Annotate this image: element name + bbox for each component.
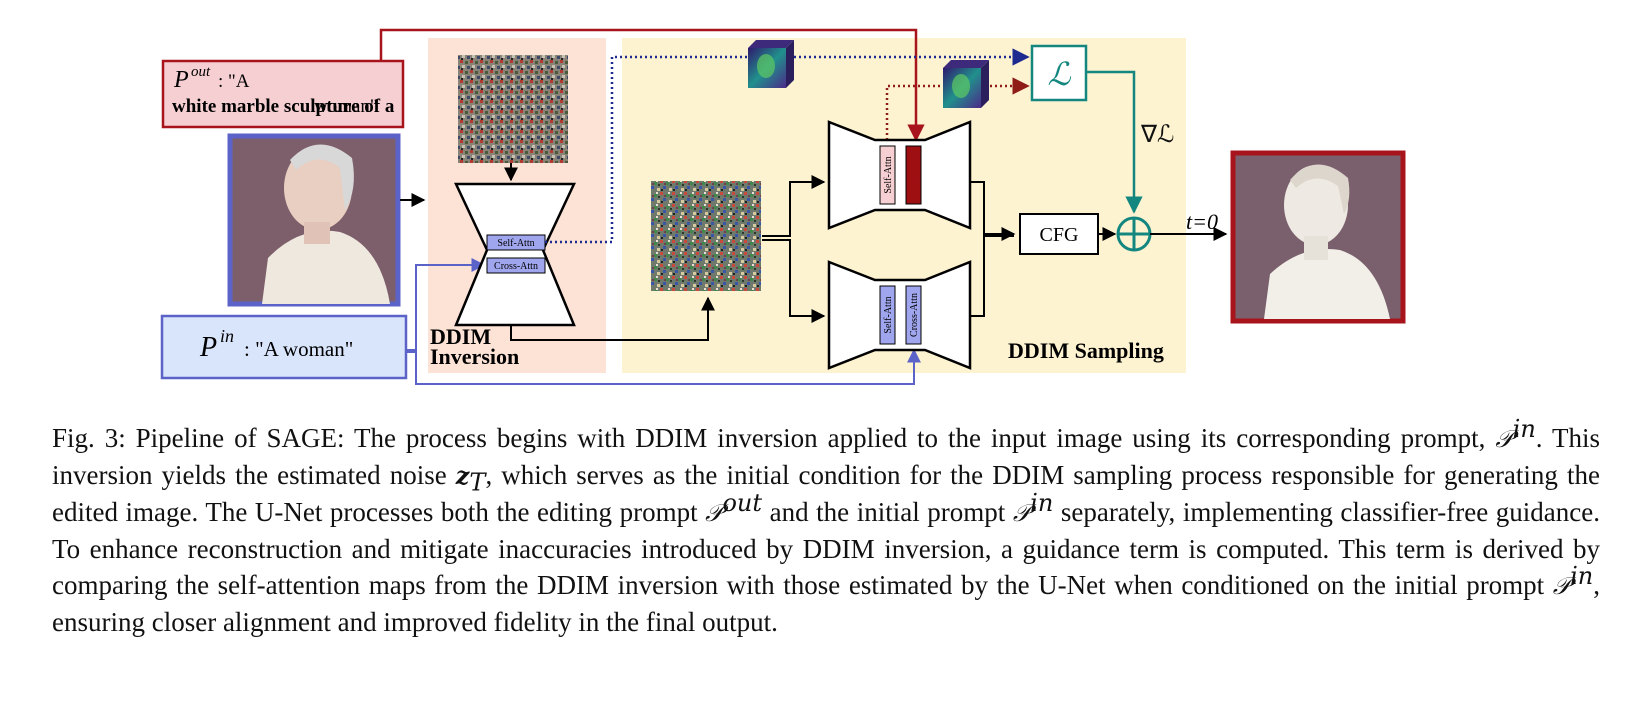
caption-part-1: Fig. 3: Pipeline of SAGE: The process be… [52, 423, 1496, 453]
output-prompt-bold: white marble sculpture of a [172, 96, 395, 117]
unet-cond-to-cfg-arrow [970, 181, 1016, 241]
output-prompt-box: P out : "A white marble sculpture of a w… [161, 59, 405, 129]
ddim-sampling-label: DDIM Sampling [1008, 338, 1164, 363]
cfg-label: CFG [1040, 224, 1079, 246]
input-prompt-text: : "A woman" [244, 337, 353, 361]
caption-part-4: and the initial prompt [762, 497, 1013, 527]
caption-part-3: , which serves as the initial condition … [52, 460, 1600, 527]
input-prompt-box: P in : "A woman" [160, 314, 408, 380]
input-image [227, 133, 401, 307]
caption-p-out-sup: out [722, 489, 763, 517]
input-prompt-arrow-inversion [406, 258, 486, 351]
self-attn-dotted-path [545, 55, 748, 244]
output-image [1230, 150, 1406, 324]
caption-p-in-2-sup: in [1030, 489, 1054, 517]
loss-box [1030, 44, 1088, 102]
sampling-unet-uncond-cross-attn-label: Cross-Attn [909, 293, 920, 337]
caption-part-2: . This inversion yields the estimated no… [52, 423, 1600, 490]
sampling-unet-cond-cross-attn [905, 145, 922, 205]
caption-part-5: separately, implementing classifier-free… [52, 497, 1601, 600]
sampling-attention-map [943, 60, 989, 108]
input-prompt-superscript: in [220, 326, 234, 346]
caption-part-6: , ensuring closer alignment and improved… [52, 570, 1600, 637]
sampling-unet-cond-self-attn [879, 145, 896, 205]
caption-z-sub: T [469, 468, 486, 497]
sampling-unet-cond-cross-attn-label: Cross-Attn [909, 153, 920, 197]
ddim-inversion-label-2: Inversion [430, 344, 519, 369]
inversion-cross-attn [486, 257, 546, 274]
pipeline-diagram: P out : "A white marble sculpture of a w… [160, 28, 1406, 385]
loss-symbol: ℒ [1047, 56, 1071, 92]
caption-p-out: 𝒫 [705, 499, 723, 527]
inversion-self-attn-label: Self-Attn [497, 238, 534, 249]
grad-loss-arrow [1086, 70, 1143, 214]
latent-to-unets-arrow-top [762, 175, 826, 237]
output-prompt-suffix: woman" [314, 96, 378, 117]
sampling-unet-cond-self-attn-label: Self-Attn [883, 156, 894, 193]
caption-p-in-2: 𝒫 [1012, 499, 1031, 527]
output-prompt-arrow [379, 28, 925, 142]
sampling-unet-unconditional [827, 260, 972, 370]
cfg-box [1019, 213, 1099, 255]
ddim-inversion-label-1: DDIM [430, 324, 491, 349]
output-prompt-prefix: : "A [218, 71, 250, 92]
sampling-unet-uncond-self-attn-label: Self-Attn [883, 296, 894, 333]
timestep-zero-label: t=0 [1186, 209, 1218, 234]
caption-p-in-1: 𝒫 [1495, 425, 1513, 453]
noise-latent-image [651, 181, 761, 291]
sampling-unet-uncond-cross-attn [905, 285, 922, 345]
caption-p-in-3-sup: in [1570, 562, 1594, 590]
sampling-unet-uncond-self-attn [879, 285, 896, 345]
input-prompt-arrow-sampling [406, 348, 921, 385]
unet-uncond-to-cfg-arrow [970, 235, 1014, 317]
grad-loss-label: ∇ℒ [1140, 122, 1174, 148]
caption-p-in-1-sup: in [1512, 415, 1536, 443]
input-prompt-symbol: P [199, 332, 217, 363]
output-prompt-symbol: P [173, 67, 189, 93]
inversion-cross-attn-label: Cross-Attn [494, 261, 538, 272]
latent-to-unets-arrow-bottom [762, 239, 826, 323]
inversion-attention-map [748, 40, 794, 88]
caption-z: z [455, 461, 470, 490]
figure-caption: Fig. 3: Pipeline of SAGE: The process be… [52, 417, 1601, 640]
caption-p-in-3: 𝒫 [1552, 572, 1571, 600]
output-prompt-superscript: out [191, 64, 211, 80]
sampling-self-attn-dotted-path [885, 84, 943, 140]
sum-operator-icon [1116, 216, 1152, 252]
inversion-to-latent-arrow [510, 296, 715, 341]
inversion-noise-image [458, 55, 568, 163]
sampling-unet-conditional [827, 120, 972, 230]
